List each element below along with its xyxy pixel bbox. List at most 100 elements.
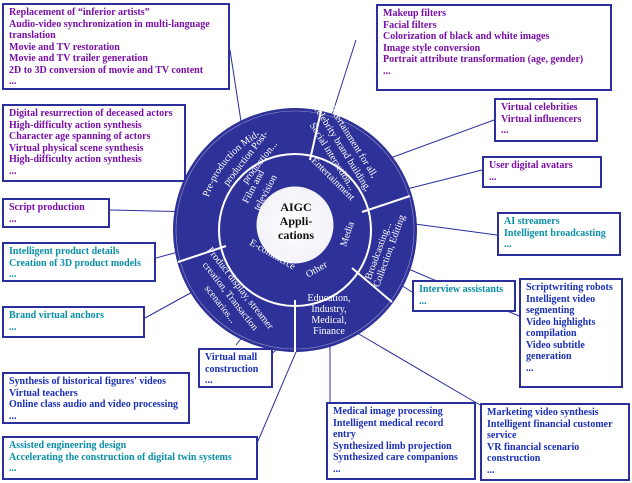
box-line: ... <box>9 321 17 333</box>
box-line: Intelligent medical record <box>333 417 444 429</box>
box-line: ... <box>333 463 341 475</box>
box-line: Scriptwriting robots <box>526 282 613 293</box>
box-line: Virtual mall <box>205 352 258 363</box>
box-film-restoration: Replacement of “inferior artists” Audio-… <box>2 3 230 90</box>
connector-finance <box>351 329 481 406</box>
connector-industry <box>257 337 303 442</box>
divider-media-other <box>351 267 393 303</box>
box-industry: Assisted engineering design Accelerating… <box>2 436 258 480</box>
box-ai-streamers: AI streamers Intelligent broadcasting ..… <box>497 212 621 256</box>
box-medical: Medical image processing Intelligent med… <box>326 402 476 480</box>
box-line: Digital resurrection of deceased actors <box>9 108 173 119</box>
divider-ecommerce-film <box>177 245 227 263</box>
connector-film-restoration <box>229 49 243 129</box>
box-line: generation <box>526 351 572 362</box>
box-line: translation <box>9 30 56 41</box>
divider-film-entertainment <box>309 110 322 161</box>
box-line: 2D to 3D conversion of movie and TV cont… <box>9 64 204 76</box>
connector-virtual-celebrities <box>384 119 495 161</box>
box-education: Synthesis of historical figures' videos … <box>2 372 190 424</box>
sector-dividers <box>177 110 411 352</box>
box-line: Colorization of black and white images <box>383 31 550 42</box>
box-line: entry <box>333 429 356 440</box>
box-filters: Makeup filters Facial filters Colorizati… <box>376 4 612 91</box>
box-virtual-mall: Virtual mall construction ... <box>198 348 273 388</box>
box-line: ... <box>9 213 17 225</box>
divider-entertainment-media <box>361 195 411 213</box>
box-line: ... <box>383 65 391 77</box>
box-line: ... <box>501 125 509 136</box>
box-line: ... <box>489 171 497 183</box>
box-line: Replacement of “inferior artists” <box>9 7 150 18</box>
box-line: Intelligent financial customer <box>487 418 613 430</box>
box-line: Script production <box>9 202 85 213</box>
center-title-line2: Appli- <box>280 214 313 228</box>
box-line: Synthesized care companions <box>333 452 458 463</box>
box-line: Intelligent broadcasting <box>504 227 606 239</box>
box-line: Facial filters <box>383 19 437 31</box>
outer-label-other-line4: Finance <box>313 326 345 337</box>
box-line: service <box>487 430 517 441</box>
box-brand-virtual-anchors: Brand virtual anchors ... <box>2 306 145 338</box>
box-virtual-celebrities: Virtual celebrities Virtual influencers … <box>494 98 598 142</box>
box-line: compilation <box>526 328 577 339</box>
connector-filters <box>331 39 357 116</box>
box-line: Video highlights <box>526 316 596 328</box>
box-line: ... <box>9 165 17 177</box>
box-line: Character age spanning of actors <box>9 131 151 142</box>
box-line: construction <box>205 363 259 375</box>
box-line: Movie and TV trailer generation <box>9 53 148 64</box>
center-hub <box>255 185 335 265</box>
box-line: Synthesis of historical figures' videos <box>9 376 167 387</box>
box-line: ... <box>205 375 213 386</box>
box-interview-assistants: Interview assistants ... <box>412 280 516 312</box>
box-line: ... <box>504 239 512 250</box>
box-line: Virtual teachers <box>9 387 78 399</box>
box-line: Intelligent product details <box>9 246 120 257</box>
box-line: High-difficulty action synthesis <box>9 119 142 131</box>
box-line: Creation of 3D product models <box>9 257 141 269</box>
box-line: ... <box>9 76 17 87</box>
box-script-production: Script production ... <box>2 198 110 228</box>
box-line: Portrait attribute transformation (age, … <box>383 54 584 65</box>
box-line: Interview assistants <box>419 284 504 295</box>
box-line: ... <box>9 463 17 474</box>
box-line: Marketing video synthesis <box>487 407 599 418</box>
box-line: Video subtitle <box>526 339 585 351</box>
box-line: ... <box>487 464 495 476</box>
box-line: Audio-video synchronization in multi-lan… <box>9 18 210 30</box>
center-title-line1: AIGC <box>280 200 311 214</box>
box-line: ... <box>9 269 17 280</box>
box-line: Virtual influencers <box>501 113 582 125</box>
box-line: ... <box>419 295 427 307</box>
box-line: Brand virtual anchors <box>9 310 105 321</box>
box-line: Makeup filters <box>383 8 447 19</box>
box-line: User digital avatars <box>489 160 573 171</box>
box-line: Intelligent video <box>526 293 596 305</box>
box-line: Assisted engineering design <box>9 440 127 451</box>
box-line: AI streamers <box>504 216 560 227</box>
box-line: Synthesized limb projection <box>333 440 452 452</box>
box-line: Movie and TV restoration <box>9 41 120 53</box>
box-line: Image style conversion <box>383 42 481 54</box>
box-line: Accelerating the construction of digital… <box>9 451 232 463</box>
outer-label-other-line3: Medical, <box>311 315 346 326</box>
box-digital-actors: Digital resurrection of deceased actors … <box>2 104 186 182</box>
box-line: VR financial scenario <box>487 441 580 453</box>
box-product-details: Intelligent product details Creation of … <box>2 242 156 282</box>
box-line: High-difficulty action synthesis <box>9 154 142 165</box>
box-line: Medical image processing <box>333 406 443 417</box>
box-line: ... <box>9 410 17 422</box>
box-line: Online class audio and video processing <box>9 399 179 410</box>
center-title-line3: cations <box>278 228 314 242</box>
box-line: construction <box>487 453 541 464</box>
box-scriptwriting-robots: Scriptwriting robots Intelligent video s… <box>519 278 623 388</box>
box-user-avatars: User digital avatars ... <box>482 156 602 188</box>
outer-label-other-line1: Education, <box>307 293 350 304</box>
box-line: Virtual celebrities <box>501 102 578 113</box>
box-line: Virtual physical scene synthesis <box>9 142 144 154</box>
outer-label-other-line2: Industry, <box>311 304 346 315</box>
box-finance: Marketing video synthesis Intelligent fi… <box>480 403 630 481</box>
box-line: ... <box>526 362 534 374</box>
